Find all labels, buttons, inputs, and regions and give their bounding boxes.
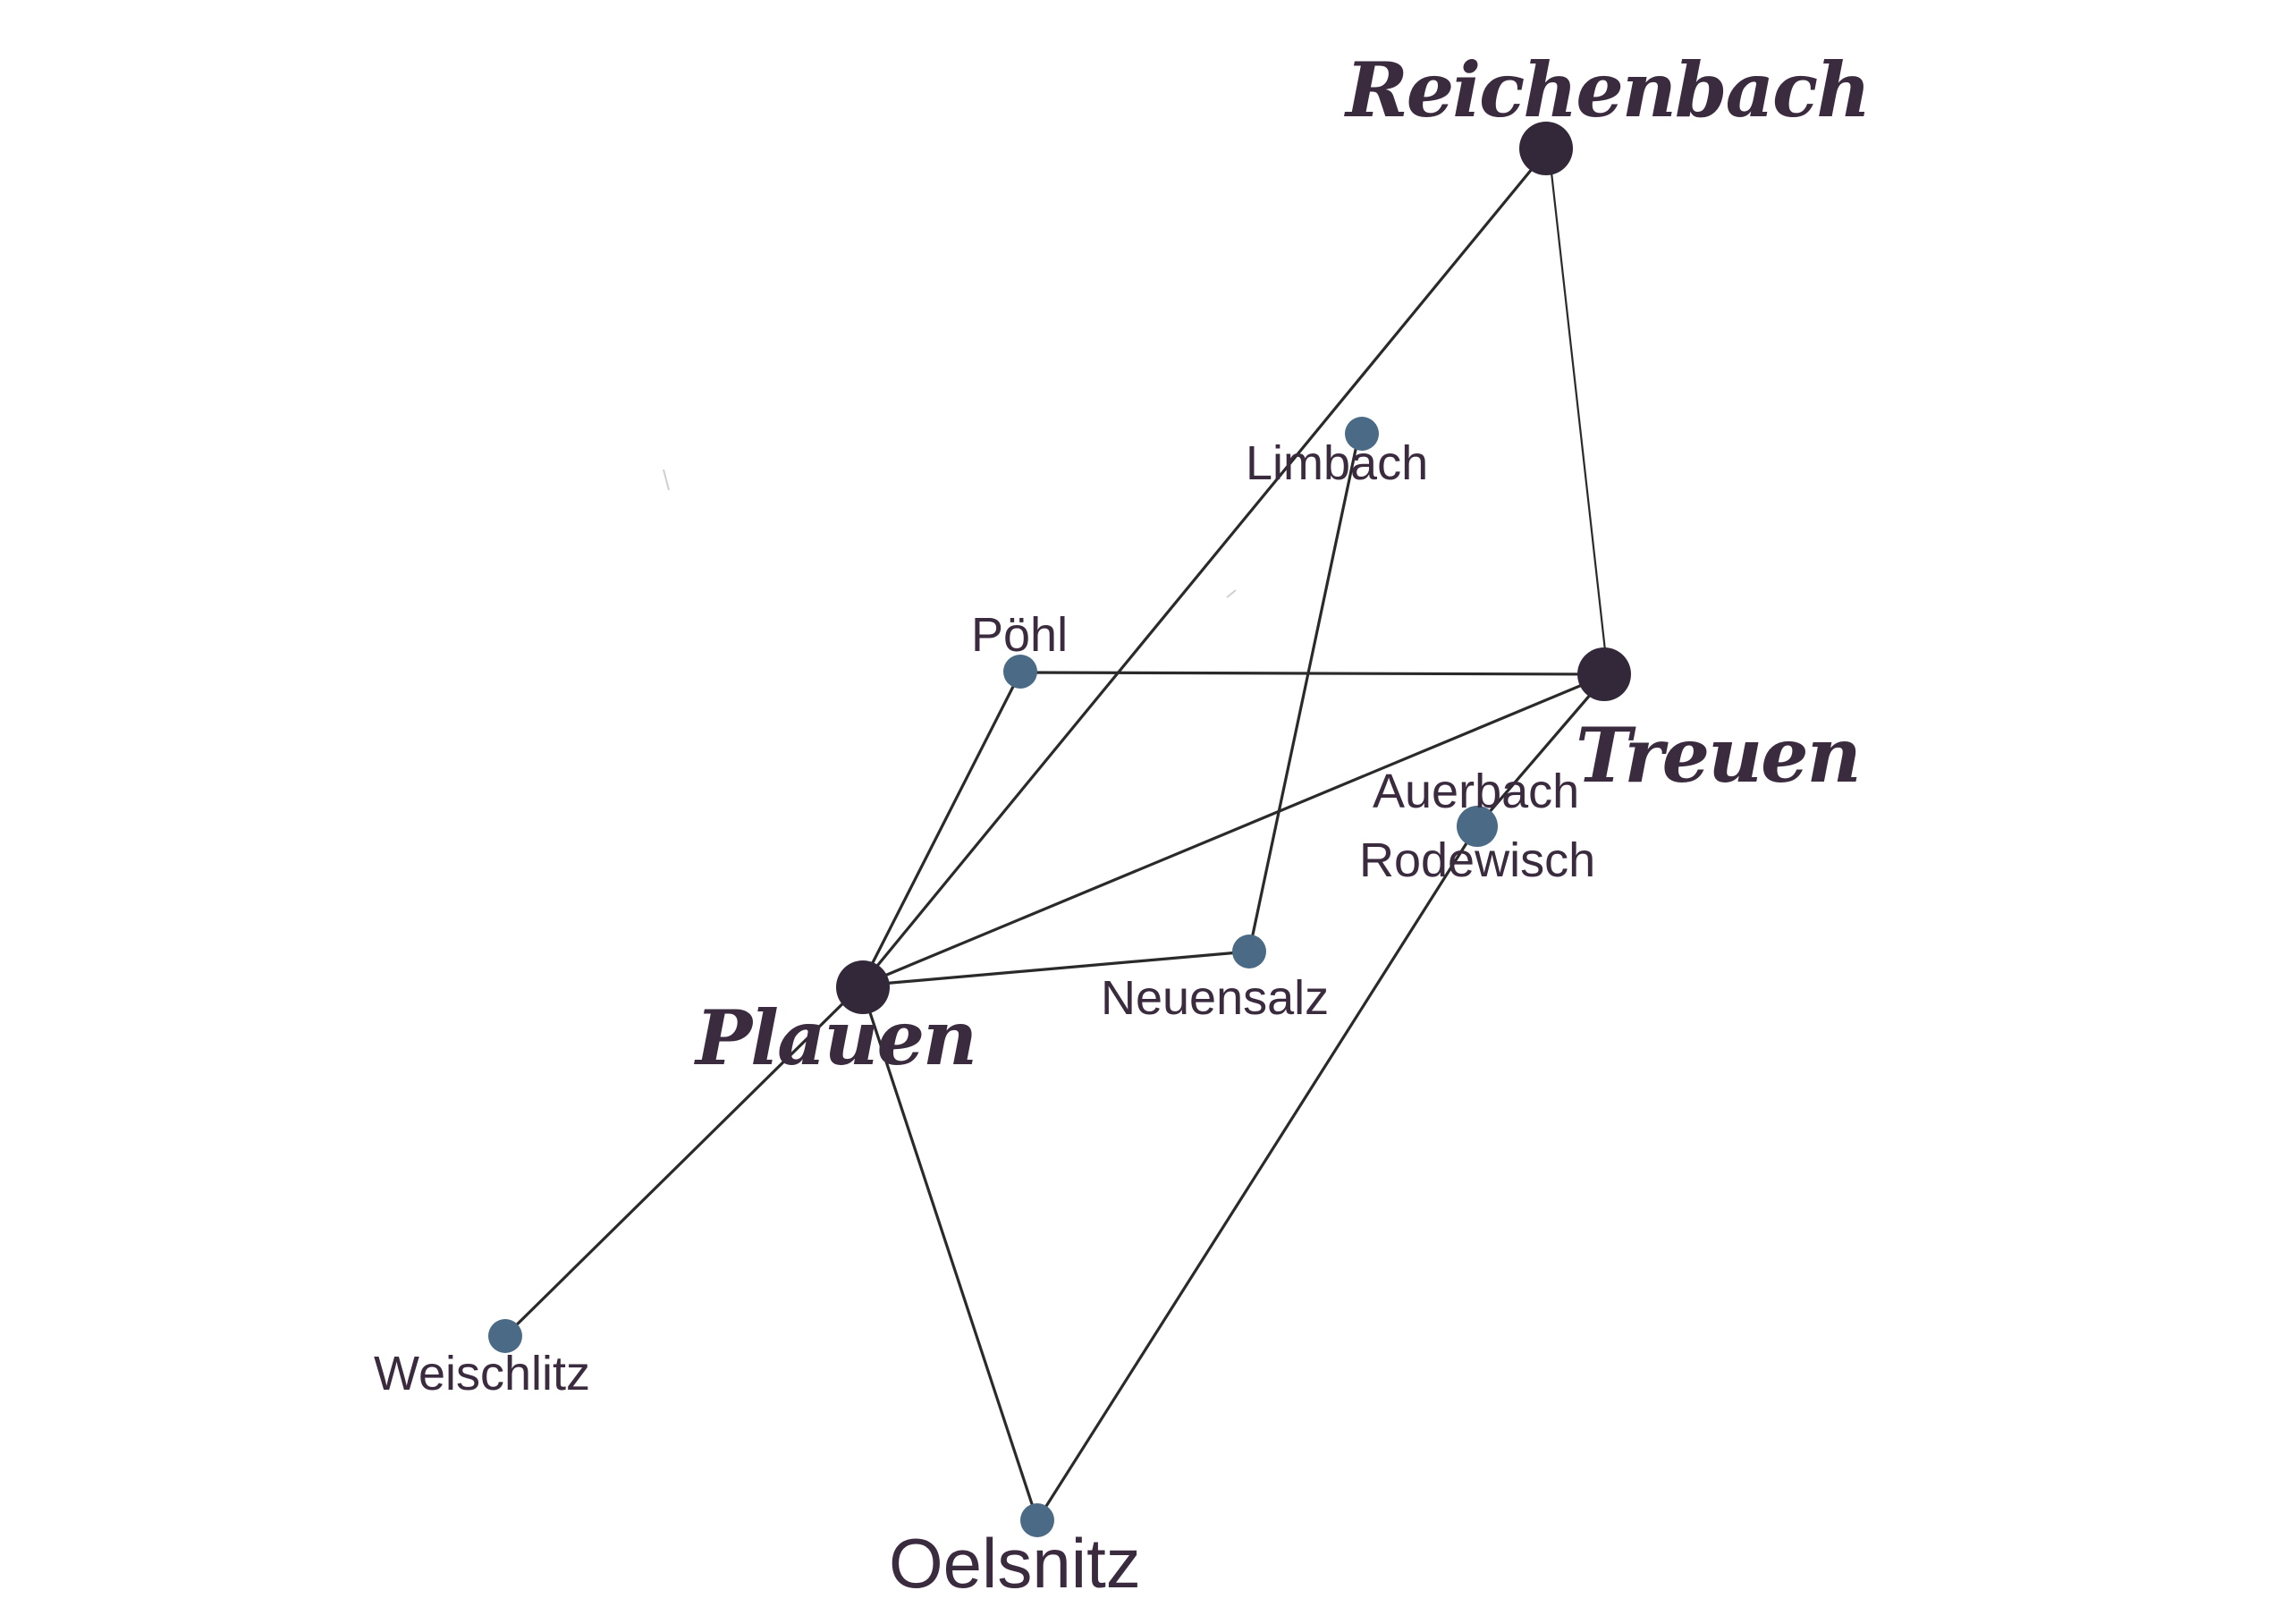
edge-reichenbach-treuen xyxy=(1547,148,1610,675)
faint-speck xyxy=(1226,589,1237,598)
node-reichenbach xyxy=(1519,122,1573,175)
faint-speck xyxy=(663,469,670,491)
edge-reichenbach-plauen xyxy=(859,147,1551,987)
node-plauen xyxy=(836,960,890,1014)
node-limbach xyxy=(1345,417,1379,451)
label-limbach: Limbach xyxy=(1246,436,1428,490)
label-plauen: Plauen xyxy=(694,994,976,1082)
node-weischlitz xyxy=(488,1319,522,1353)
edge-poehl-plauen xyxy=(859,672,1022,986)
label-poehl: Pöhl xyxy=(971,608,1068,662)
node-neuensalz xyxy=(1232,935,1266,968)
node-poehl xyxy=(1003,655,1037,689)
edge-plauen-oelsnitz xyxy=(859,985,1039,1521)
edge-poehl-treuen xyxy=(1019,671,1609,676)
label-oelsnitz: Oelsnitz xyxy=(889,1524,1141,1603)
node-treuen xyxy=(1577,647,1631,701)
edge-plauen-neuensalz xyxy=(860,950,1250,987)
label-auerbach: Auerbach xyxy=(1373,765,1579,818)
label-reichenbach: Reichenbach xyxy=(1344,46,1869,134)
labels: Reichenbach Treuen Plauen Limbach Pöhl A… xyxy=(374,46,1871,1603)
node-auerbach-rodewisch xyxy=(1457,806,1498,847)
nodes xyxy=(488,122,1631,1537)
edge-plauen-weischlitz xyxy=(503,984,863,1338)
node-oelsnitz xyxy=(1020,1503,1054,1537)
edge-auerbach-oelsnitz xyxy=(1035,825,1479,1521)
edge-treuen-plauen xyxy=(860,672,1609,987)
edge-limbach-neuensalz xyxy=(1247,432,1361,952)
edges xyxy=(503,147,1610,1521)
label-treuen: Treuen xyxy=(1576,711,1860,799)
edge-treuen-auerbach xyxy=(1475,672,1610,828)
label-weischlitz: Weischlitz xyxy=(374,1347,590,1400)
label-rodewisch: Rodewisch xyxy=(1359,833,1595,887)
label-neuensalz: Neuensalz xyxy=(1101,971,1329,1025)
